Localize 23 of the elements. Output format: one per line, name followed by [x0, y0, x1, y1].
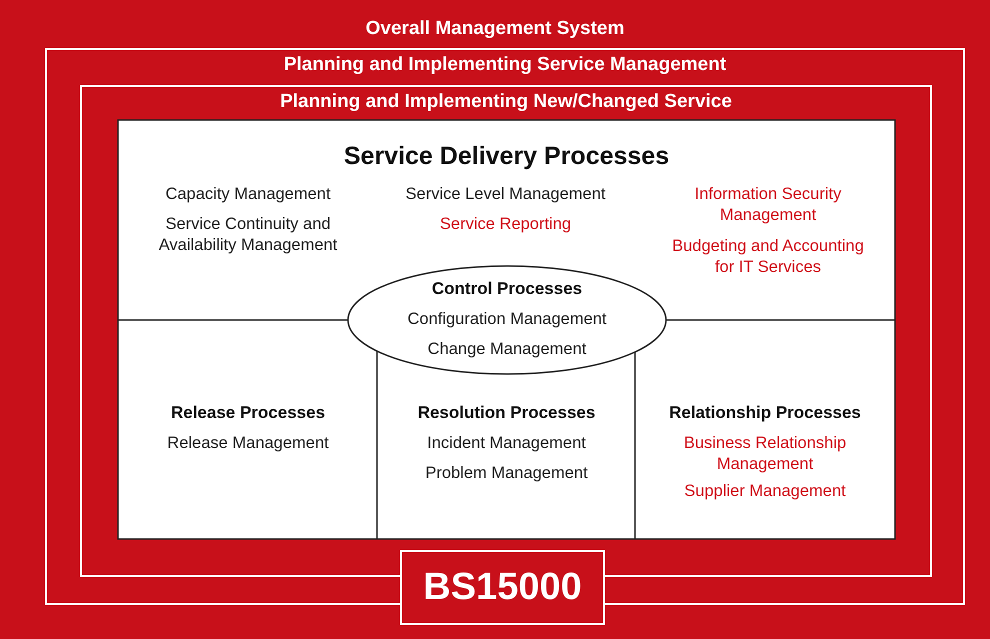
- process-name: Business Relationship Management: [682, 433, 848, 475]
- process-name: Change Management: [428, 339, 586, 360]
- frame-panel: [45, 48, 965, 605]
- section-heading: Control Processes: [432, 279, 582, 299]
- standard-badge: BS15000: [400, 550, 605, 625]
- process-name: Supplier Management: [683, 481, 847, 502]
- process-name: Budgeting and Accounting for IT Services: [671, 236, 865, 278]
- process-name: Service Continuity and Availability Management: [158, 214, 338, 256]
- process-name: Service Level Management: [404, 184, 606, 205]
- frame-title: Overall Management System: [366, 18, 624, 40]
- section-heading: Release Processes: [170, 403, 326, 423]
- section-heading: Resolution Processes: [416, 403, 596, 423]
- process-name: Configuration Management: [407, 309, 607, 330]
- process-name: Capacity Management: [164, 184, 332, 205]
- section-heading: Service Delivery Processes: [344, 142, 670, 171]
- frame-title: Planning and Implementing New/Changed Service: [280, 91, 732, 113]
- process-name: Information Security Management: [694, 184, 842, 226]
- process-name: Service Reporting: [438, 214, 572, 235]
- frame-title: Planning and Implementing Service Management: [284, 54, 726, 76]
- section-heading: Relationship Processes: [668, 403, 862, 423]
- process-name: Problem Management: [424, 463, 589, 484]
- process-name: Incident Management: [426, 433, 587, 454]
- process-name: Release Management: [166, 433, 330, 454]
